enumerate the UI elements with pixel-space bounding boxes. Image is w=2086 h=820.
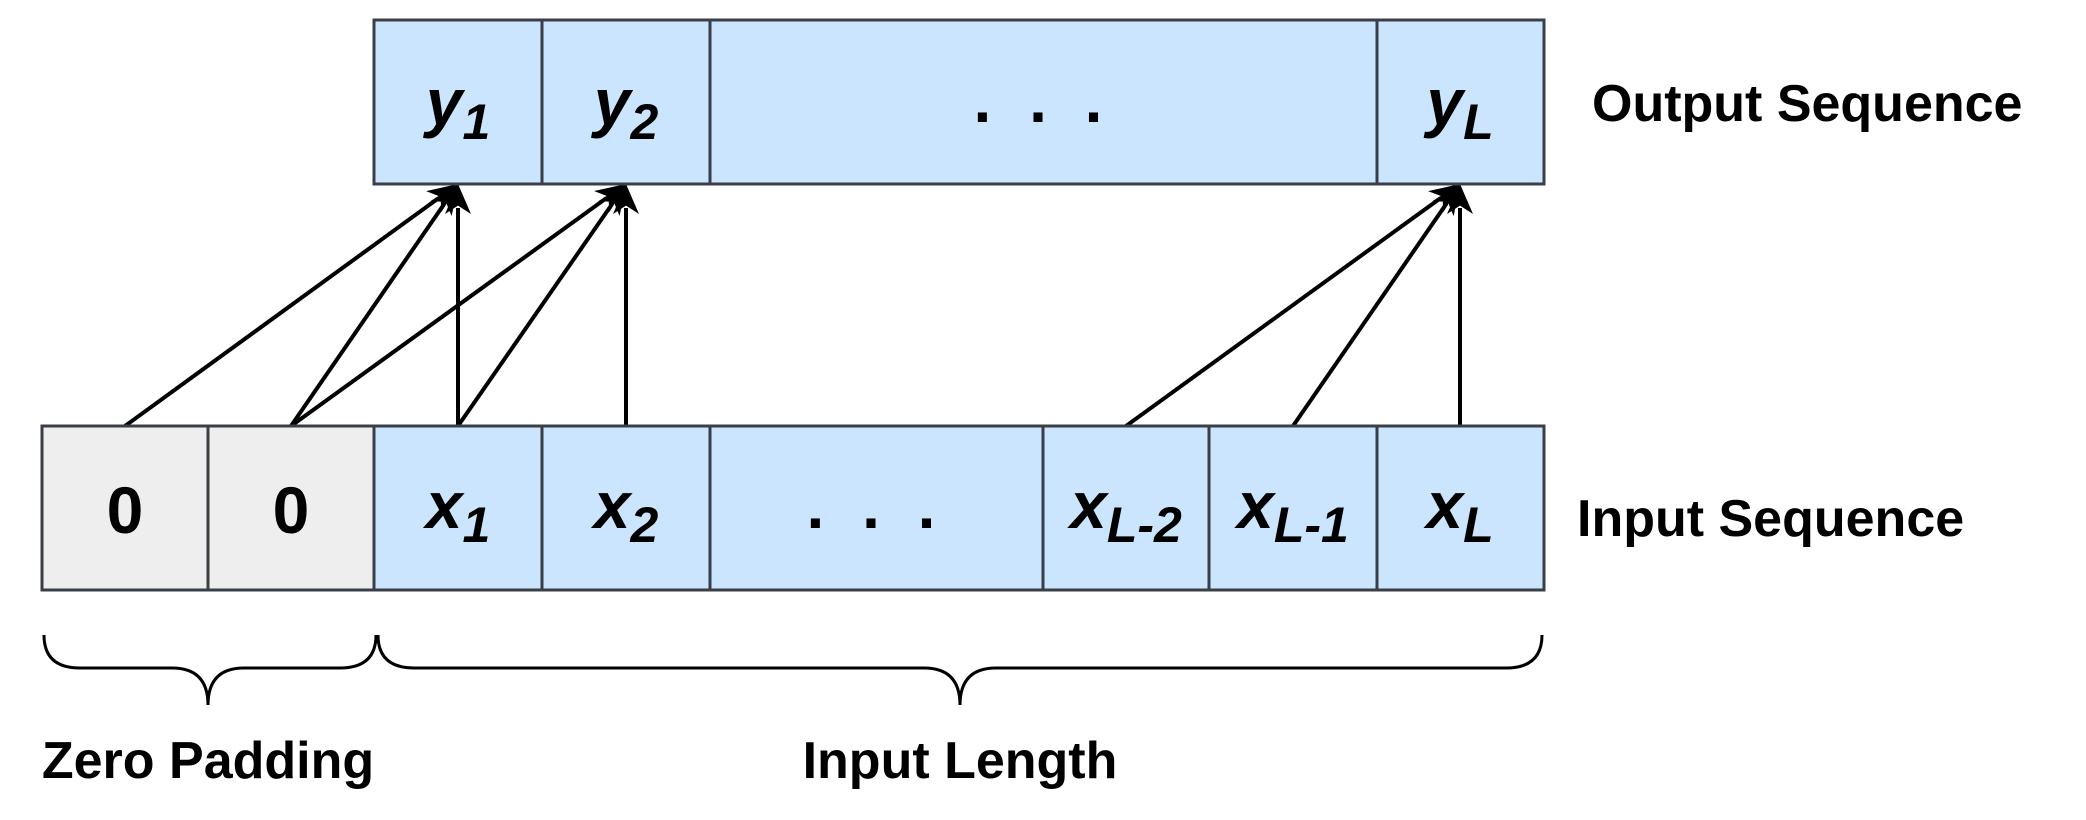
output-cell-y2 <box>540 18 712 186</box>
output-sequence-label: Output Sequence <box>1592 75 2022 133</box>
connection-arrows <box>123 184 1473 428</box>
output-var-y2: y2 <box>591 65 659 150</box>
input-var-x2: x2 <box>591 468 659 553</box>
arrowhead <box>1447 184 1473 214</box>
input-sequence-row: 0 0 x1 x2 . . . xL-2 xL-1 xL <box>40 424 1546 592</box>
input-var-xL-1: xL-1 <box>1234 468 1349 553</box>
input-zero-2: 0 <box>273 473 310 547</box>
zero-padding-brace <box>42 634 378 706</box>
arrowhead <box>613 184 639 214</box>
connection-arrow <box>456 202 614 428</box>
connection-arrow <box>289 202 447 428</box>
input-ellipsis: . . . <box>807 470 946 542</box>
output-sequence-row: y1 y2 . . . yL <box>372 18 1546 186</box>
connection-arrow <box>123 196 440 428</box>
input-zero-1: 0 <box>107 473 144 547</box>
input-sequence-label: Input Sequence <box>1577 490 1964 548</box>
input-var-xL: xL <box>1423 468 1493 553</box>
zero-padding-label: Zero Padding <box>42 732 374 790</box>
output-var-yL: yL <box>1423 65 1493 150</box>
input-cell-x2 <box>540 424 712 592</box>
arrowhead <box>445 184 471 214</box>
connection-arrow <box>1291 202 1449 428</box>
input-length-label: Input Length <box>803 732 1118 790</box>
input-var-x1: x1 <box>423 468 491 553</box>
output-cell-yL <box>1375 18 1546 186</box>
output-cell-y1 <box>372 18 544 186</box>
output-var-y1: y1 <box>423 65 491 150</box>
input-var-xL-2: xL-2 <box>1067 468 1182 553</box>
input-cell-xL <box>1375 424 1546 592</box>
output-ellipsis: . . . <box>974 64 1113 136</box>
input-cell-pad-1 <box>40 424 210 592</box>
input-length-brace <box>376 634 1544 706</box>
connection-arrow <box>1124 196 1442 428</box>
connection-arrow <box>289 196 608 428</box>
output-cell-ellipsis <box>708 18 1379 186</box>
input-cell-pad-2 <box>206 424 376 592</box>
input-cell-x1 <box>372 424 544 592</box>
